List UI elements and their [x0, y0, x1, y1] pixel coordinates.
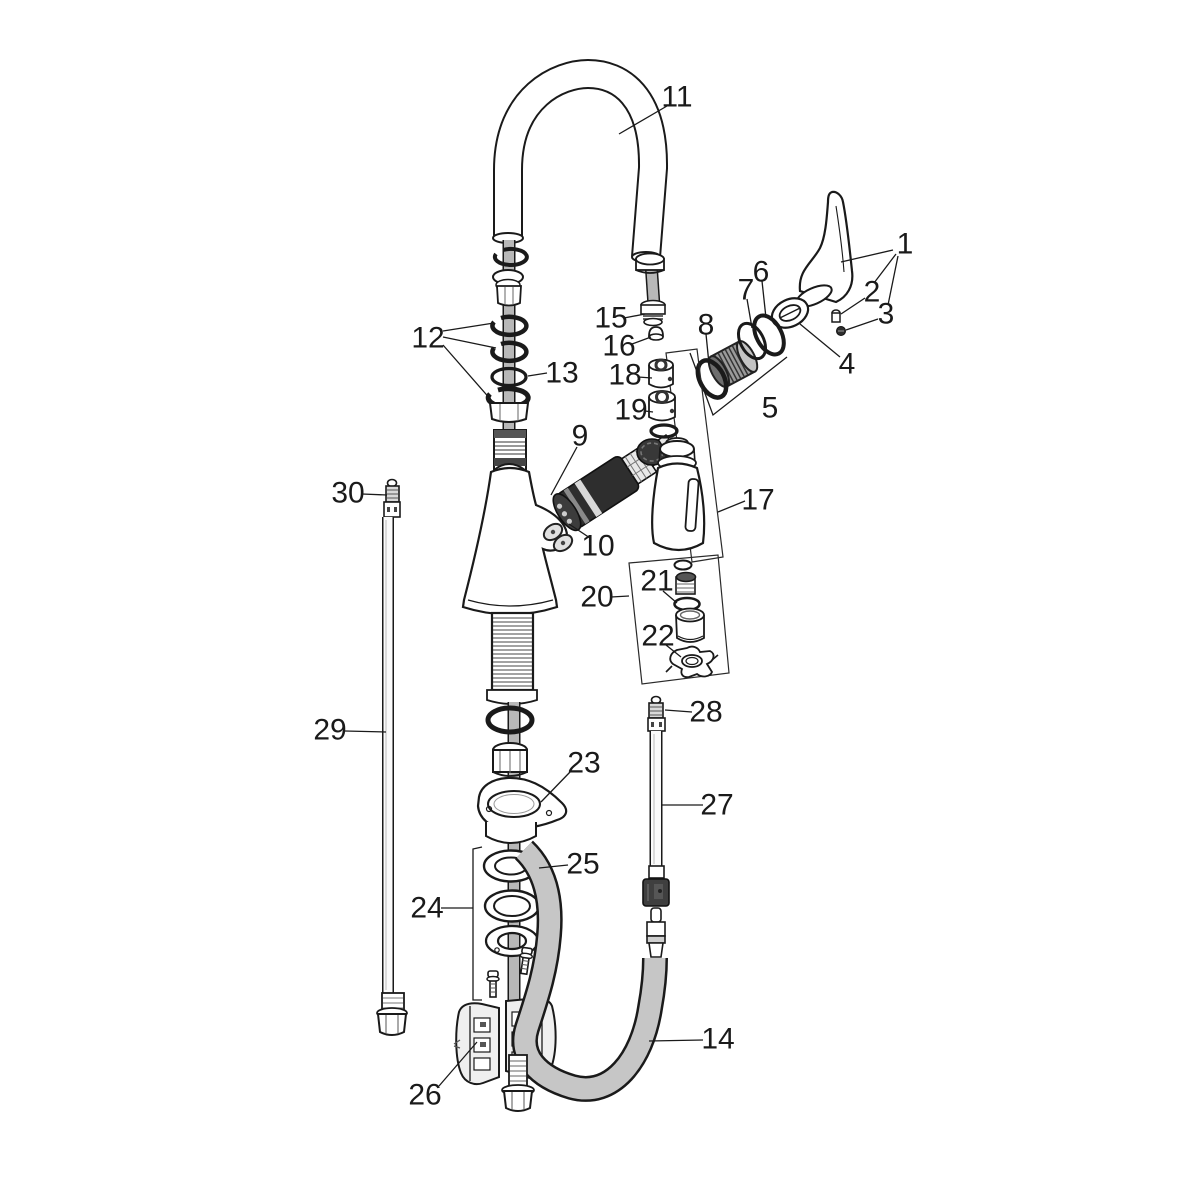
part-label-29: 29	[313, 714, 346, 747]
aerator-group	[628, 554, 730, 685]
part-label-8: 8	[698, 309, 715, 342]
o-ring-13	[490, 366, 528, 388]
part-label-4: 4	[839, 348, 856, 381]
aerator-key-22	[665, 645, 719, 679]
part-label-14: 14	[701, 1023, 734, 1056]
o-ring-base	[485, 705, 535, 735]
part-label-15: 15	[594, 302, 627, 335]
part-label-12: 12	[411, 322, 444, 355]
part-label-28: 28	[689, 696, 722, 729]
spout-shaft-upper	[485, 240, 531, 471]
part-label-24: 24	[410, 892, 443, 925]
mounting-screw-b	[486, 970, 500, 998]
leader-lines	[344, 105, 899, 1087]
part-label-17: 17	[741, 484, 774, 517]
pulldown-hose	[511, 840, 668, 1102]
check-valve-18	[648, 358, 674, 389]
part-labels: 1 2 3 4 5 6 7 8 9 10 11 12 13 14 15 16 1…	[313, 81, 913, 1112]
check-valve-19	[648, 390, 676, 422]
outlet-hose	[642, 695, 670, 958]
bracket-5	[689, 352, 788, 417]
shank-end-nut	[501, 1054, 535, 1112]
set-screw-2	[831, 309, 841, 323]
cartridge-group	[542, 433, 672, 553]
spray-shroud-17	[651, 437, 706, 552]
part-label-6: 6	[753, 256, 770, 289]
part-label-21: 21	[640, 565, 673, 598]
part-label-16: 16	[602, 330, 635, 363]
spout-outlet-fitting	[635, 252, 666, 341]
part-label-11: 11	[661, 81, 692, 114]
snap-ring-12b	[490, 340, 529, 364]
part-label-5: 5	[762, 392, 779, 425]
part-label-3: 3	[878, 298, 895, 331]
aerator-cup	[675, 607, 705, 643]
seal-group	[695, 313, 786, 400]
part-label-9: 9	[572, 420, 589, 453]
part-label-26: 26	[408, 1079, 441, 1112]
part-label-13: 13	[545, 357, 578, 390]
faucet-body	[461, 463, 568, 705]
part-label-7: 7	[738, 274, 755, 307]
snap-ring-12a	[490, 314, 529, 338]
handle-lever	[798, 190, 854, 304]
part-label-27: 27	[700, 789, 733, 822]
part-label-19: 19	[614, 394, 647, 427]
spout-arc	[492, 58, 669, 263]
o-ring-6	[752, 313, 786, 357]
group-box-20	[628, 554, 730, 685]
part-label-30: 30	[331, 477, 364, 510]
part-label-10: 10	[581, 530, 614, 563]
part-label-20: 20	[580, 581, 613, 614]
part-label-18: 18	[608, 359, 641, 392]
supply-hose-nut	[376, 1013, 408, 1036]
supply-hose-long	[376, 478, 408, 1036]
aerator-insert-21	[675, 571, 697, 595]
bracket-24	[441, 846, 483, 1001]
spray-head-group	[648, 348, 724, 563]
o-ring-7	[736, 321, 768, 361]
o-ring-spray	[649, 423, 679, 439]
part-label-22: 22	[641, 620, 674, 653]
handle-group	[770, 190, 854, 336]
part-label-1: 1	[897, 228, 914, 261]
escutcheon-cup	[485, 822, 537, 844]
seal-gasket-10	[542, 522, 574, 553]
mounting-stack	[476, 705, 568, 998]
part-label-23: 23	[567, 747, 600, 780]
part-label-2: 2	[864, 276, 881, 309]
snap-ring-top	[492, 247, 529, 267]
hose-fitting-15	[640, 304, 666, 315]
shank-hex-nut	[502, 1090, 534, 1112]
mounting-screw-a	[519, 946, 533, 976]
fan-12	[442, 322, 497, 402]
part-label-25: 25	[566, 848, 599, 881]
